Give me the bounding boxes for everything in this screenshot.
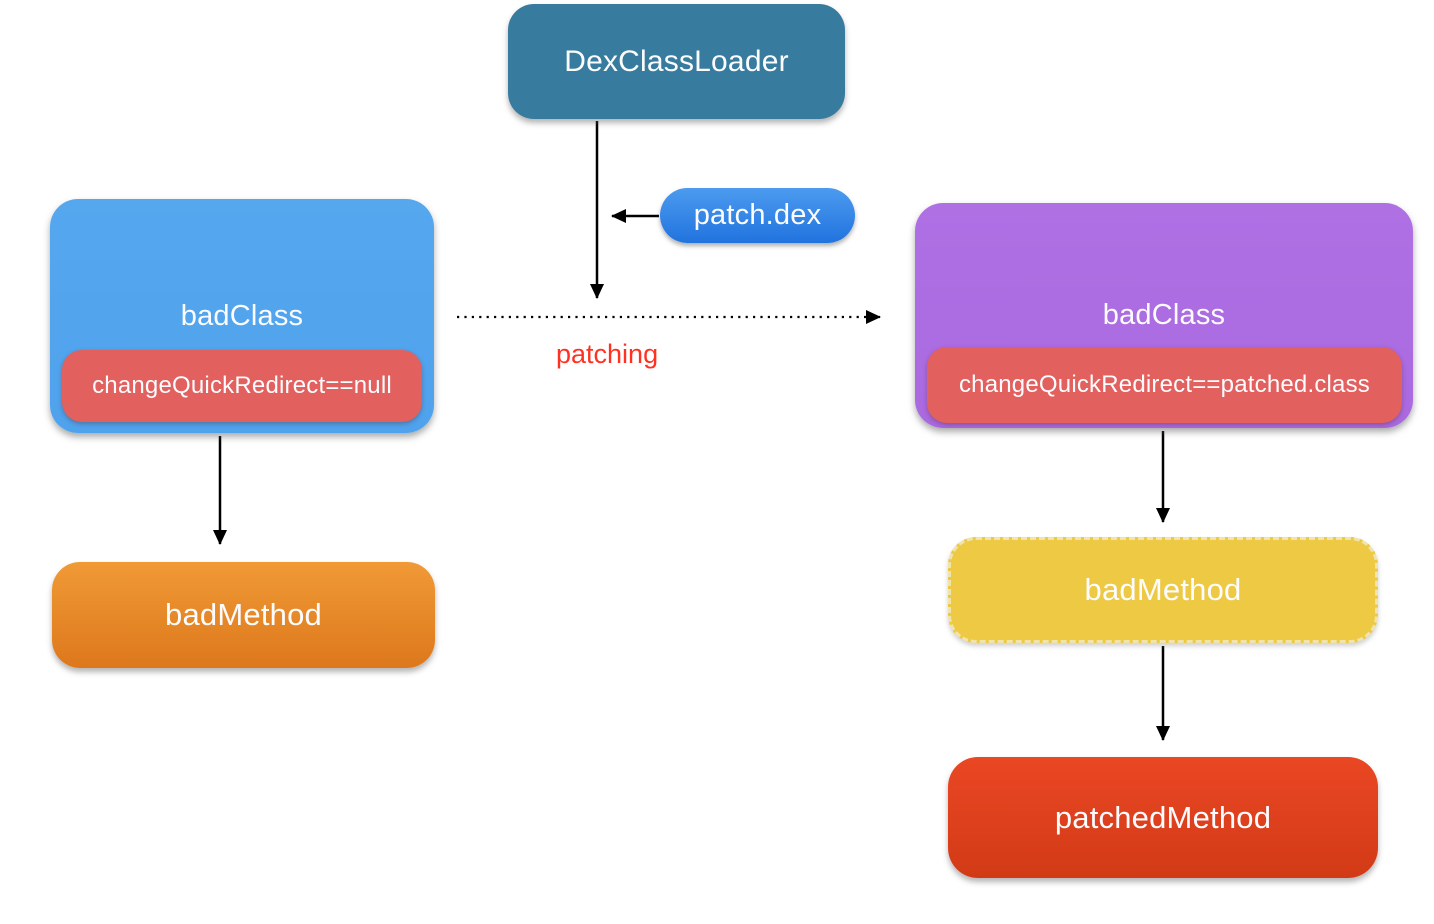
node-patch-dex: patch.dex: [660, 188, 855, 243]
field-changequickredirect-patched: changeQuickRedirect==patched.class: [927, 347, 1402, 423]
node-dexclassloader-label: DexClassLoader: [564, 44, 789, 78]
node-badclass-patched: badClass changeQuickRedirect==patched.cl…: [915, 203, 1413, 428]
node-badclass-patched-label: badClass: [1102, 299, 1226, 331]
node-badmethod-patched: badMethod: [948, 537, 1378, 643]
node-badmethod-patched-label: badMethod: [1084, 572, 1242, 607]
node-patchedmethod: patchedMethod: [948, 757, 1378, 878]
field-changequickredirect-null: changeQuickRedirect==null: [62, 350, 422, 422]
node-badmethod-original: badMethod: [52, 562, 435, 668]
edge-label-patching: patching: [556, 339, 659, 369]
node-badclass-original: badClass changeQuickRedirect==null: [50, 199, 434, 433]
field-changequickredirect-null-label: changeQuickRedirect==null: [92, 372, 392, 399]
node-patchedmethod-label: patchedMethod: [1054, 799, 1272, 835]
node-patch-dex-label: patch.dex: [693, 199, 822, 231]
node-badmethod-original-label: badMethod: [165, 597, 322, 632]
field-changequickredirect-patched-label: changeQuickRedirect==patched.class: [958, 371, 1371, 398]
node-dexclassloader: DexClassLoader: [508, 4, 845, 119]
node-badclass-original-label: badClass: [180, 299, 304, 332]
